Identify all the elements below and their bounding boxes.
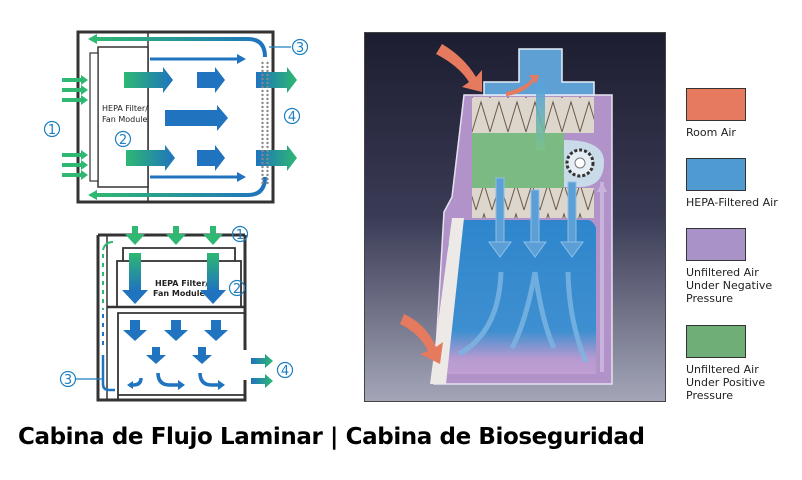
marker-2: 2 — [114, 130, 132, 148]
module-label-line2: Fan Module — [153, 289, 205, 298]
room-air-arrows — [400, 44, 539, 364]
marker-1: 1 — [43, 120, 61, 138]
marker-1: 1 — [231, 225, 249, 243]
svg-text:1: 1 — [48, 123, 56, 138]
filter-arrows — [122, 253, 226, 304]
biosafety-cabinet-illustration — [364, 32, 666, 402]
svg-text:4: 4 — [281, 364, 289, 379]
marker-3: 3 — [291, 38, 309, 56]
svg-text:4: 4 — [288, 110, 296, 125]
curved-flow-arrows — [457, 271, 589, 363]
marker-4: 4 — [276, 361, 294, 379]
intake-arrows — [125, 226, 223, 245]
vertical-flow-diagram: HEPA Filter/ Fan Module 1 — [59, 225, 294, 402]
svg-text:1: 1 — [236, 228, 244, 243]
legend-label: Unfiltered Air Under Positive Pressure — [686, 363, 766, 402]
marker-4: 4 — [283, 107, 301, 125]
legend-item-negative-pressure: Unfiltered Air Under Negative Pressure — [686, 228, 772, 305]
exhaust-hepa-filter — [472, 97, 594, 133]
cabinet-outline — [76, 30, 275, 204]
positive-pressure-zone — [472, 133, 564, 188]
legend-label: HEPA-Filtered Air — [686, 196, 778, 209]
marker-3: 3 — [59, 370, 77, 388]
legend-item-room-air: Room Air — [686, 88, 746, 139]
module-label-line1: HEPA Filter/ — [155, 279, 208, 288]
front-sash — [430, 218, 464, 384]
svg-text:2: 2 — [119, 133, 127, 148]
legend-swatch-hepa-filtered-air — [686, 158, 746, 191]
module-label-line1: HEPA Filter/ — [102, 104, 148, 113]
legend-swatch-positive-pressure — [686, 325, 746, 358]
module-label-line2: Fan Module — [102, 115, 148, 124]
horizontal-flow-diagram: HEPA Filter/ Fan Module 1 — [43, 30, 309, 204]
legend-swatch-room-air — [686, 88, 746, 121]
exhaust-arrows — [251, 354, 273, 388]
svg-text:2: 2 — [233, 282, 241, 297]
downflow-arrows — [488, 177, 584, 258]
exhaust-duct — [483, 48, 595, 96]
svg-text:3: 3 — [64, 373, 72, 388]
return-arrow-top — [95, 37, 267, 58]
return-duct-arrow — [101, 241, 115, 392]
airflow-arrows — [124, 67, 297, 171]
intake-arrows — [62, 75, 88, 180]
legend-label: Room Air — [686, 126, 736, 139]
caption-title: Cabina de Flujo Laminar | Cabina de Bios… — [18, 424, 645, 450]
legend-swatch-negative-pressure — [686, 228, 746, 261]
blower-fan — [564, 140, 604, 187]
marker-2: 2 — [228, 279, 246, 297]
legend-label: Unfiltered Air Under Negative Pressure — [686, 266, 773, 305]
svg-text:3: 3 — [296, 41, 304, 56]
legend-item-hepa-filtered-air: HEPA-Filtered Air — [686, 158, 778, 209]
perforated-wall — [259, 60, 269, 185]
cabinet-outline — [96, 235, 247, 402]
legend-item-positive-pressure: Unfiltered Air Under Positive Pressure — [686, 325, 765, 402]
airflow-arrows — [123, 320, 228, 390]
